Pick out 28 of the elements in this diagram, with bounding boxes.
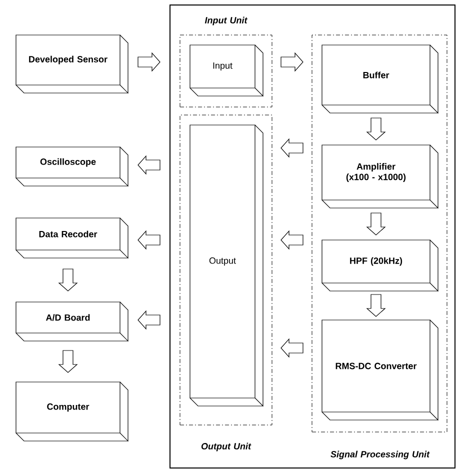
block-arrow xyxy=(280,230,304,250)
block-box: Input xyxy=(190,44,264,97)
system-frame xyxy=(170,4,456,468)
block-arrow xyxy=(366,212,386,236)
block-box: A/D Board xyxy=(16,302,128,342)
block-arrow xyxy=(280,138,304,158)
block-arrow xyxy=(366,118,386,140)
node-label: Input Unit xyxy=(204,16,248,26)
node-label: Signal Processing Unit xyxy=(330,450,430,460)
block-arrow xyxy=(58,268,78,292)
block-arrow xyxy=(280,338,304,358)
block-box: RMS-DC Converter xyxy=(322,320,438,421)
block-box: Amplifier (x100 - x1000) xyxy=(322,144,438,209)
block-box: Developed Sensor xyxy=(16,34,128,94)
block-box: Output xyxy=(190,124,264,407)
block-arrow xyxy=(58,350,78,373)
block-box: HPF (20kHz) xyxy=(322,240,438,292)
block-box: Data Recoder xyxy=(16,218,128,259)
block-arrow xyxy=(138,155,160,175)
block-box: Oscilloscope xyxy=(16,146,128,187)
block-arrow xyxy=(138,230,160,250)
block-arrow xyxy=(366,294,386,317)
block-arrow xyxy=(280,52,304,72)
block-box: Buffer xyxy=(322,44,438,114)
node-label: Output Unit xyxy=(201,442,252,452)
block-arrow xyxy=(138,310,160,330)
block-arrow xyxy=(138,52,160,72)
block-box: Computer xyxy=(16,382,128,442)
